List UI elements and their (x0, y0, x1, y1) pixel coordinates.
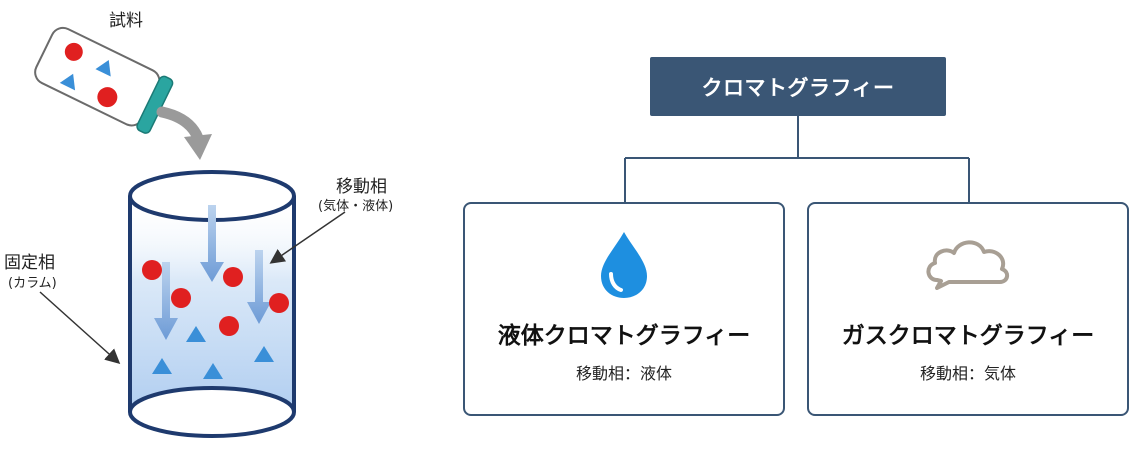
mobile-phase-label: 移動相 (336, 177, 387, 197)
liquid-chromatography-card: 液体クロマトグラフィー 移動相：液体 (463, 202, 785, 416)
stationary-phase-sub: (カラム) (8, 276, 57, 291)
gas-chromatography-subtitle: 移動相：気体 (919, 364, 1016, 383)
cloud-icon (926, 240, 1009, 290)
chromatography-root-box: クロマトグラフィー (650, 57, 946, 116)
sample-vial (34, 26, 174, 134)
column (128, 170, 296, 438)
particles (142, 260, 289, 379)
liquid-chromatography-title: 液体クロマトグラフィー (497, 323, 751, 349)
gas-chromatography-card: ガスクロマトグラフィー 移動相：気体 (807, 202, 1129, 416)
sample-label: 試料 (109, 11, 143, 31)
pour-arrow-icon (156, 106, 204, 144)
chromatography-illustration (34, 26, 346, 438)
liquid-chromatography-subtitle: 移動相：液体 (575, 364, 672, 383)
mobile-phase-pointer (269, 211, 346, 264)
flow-arrows (154, 205, 271, 340)
gas-chromatography-title: ガスクロマトグラフィー (841, 323, 1095, 349)
mobile-phase-sub: (気体・液体) (318, 199, 394, 214)
water-drop-icon (601, 232, 647, 298)
stationary-phase-pointer (39, 291, 121, 365)
stationary-phase-label: 固定相 (4, 253, 55, 273)
